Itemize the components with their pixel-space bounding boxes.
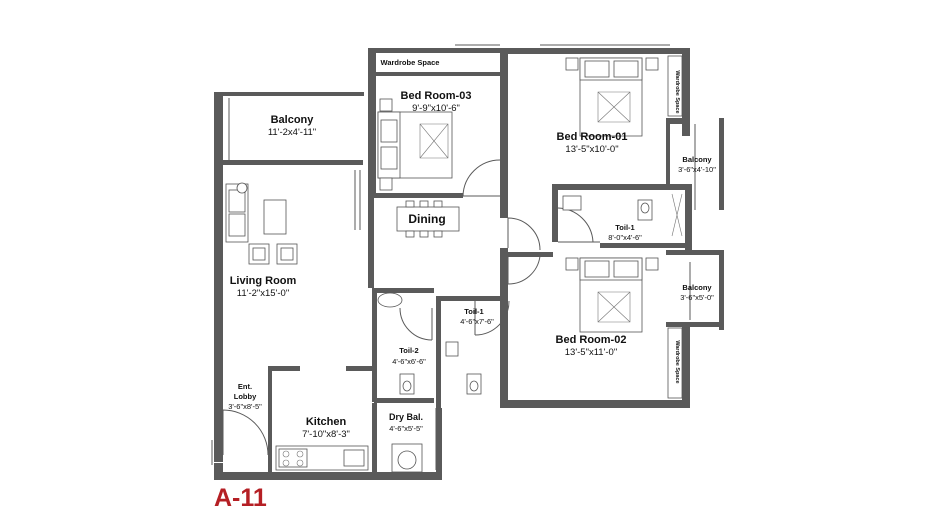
room-drybal-dim: 4'-6"x5'-5" bbox=[389, 424, 423, 433]
room-bed3-dim: 9'-9"x10'-6" bbox=[412, 103, 460, 114]
room-bed3-name: Bed Room-03 bbox=[401, 90, 472, 102]
room-balcony-r1-name: Balcony bbox=[682, 155, 712, 164]
room-kitchen-name: Kitchen bbox=[306, 416, 347, 428]
bed-icon bbox=[377, 98, 453, 191]
room-entry-line2: Lobby bbox=[234, 392, 257, 401]
room-toil1-upper-dim: 8'-0"x4'-6" bbox=[608, 233, 642, 242]
wardrobe-label-r2: Wardrobe Space bbox=[674, 340, 680, 383]
wardrobe-label-top: Wardrobe Space bbox=[381, 58, 440, 67]
room-living-dim: 11'-2"x15'-0" bbox=[237, 288, 289, 299]
dining-table-icon bbox=[396, 200, 460, 238]
room-toil2-name: Toil-2 bbox=[399, 346, 418, 355]
room-toil1-upper-name: Toil-1 bbox=[615, 223, 634, 232]
room-bed2-dim: 13'-5"x11'-0" bbox=[565, 347, 617, 358]
room-living-name: Living Room bbox=[230, 275, 297, 287]
room-balcony-r2-name: Balcony bbox=[682, 283, 712, 292]
wardrobe-label-r1: Wardrobe Space bbox=[674, 70, 680, 113]
bed-icon bbox=[565, 257, 659, 333]
room-balcony-name: Balcony bbox=[271, 114, 315, 126]
kitchen-counter-icon bbox=[275, 445, 369, 471]
room-drybal-name: Dry Bal. bbox=[389, 412, 423, 422]
room-bed1-dim: 13'-5"x10'-0" bbox=[565, 144, 618, 155]
room-toil1-lower-name: Toil-1 bbox=[464, 307, 483, 316]
sofa-icon bbox=[225, 182, 298, 265]
washing-machine-icon bbox=[391, 443, 423, 473]
room-balcony-r2-dim: 3'-6"x5'-0" bbox=[680, 293, 714, 302]
windows bbox=[211, 44, 696, 470]
room-bed1-name: Bed Room-01 bbox=[557, 131, 628, 143]
room-entry-dim: 3'-6"x8'-5" bbox=[228, 402, 262, 411]
room-balcony-dim: 11'-2x4'-11" bbox=[268, 127, 316, 138]
room-toil1-lower-dim: 4'-6"x7'-6" bbox=[460, 317, 494, 326]
wardrobe-icon bbox=[667, 55, 683, 117]
room-toil2-dim: 4'-6"x6'-6" bbox=[392, 357, 426, 366]
room-balcony-r1-dim: 3'-6"x4'-10" bbox=[678, 165, 716, 174]
room-dining-name: Dining bbox=[408, 212, 445, 226]
bed-icon bbox=[565, 57, 659, 137]
walls bbox=[214, 48, 724, 480]
toilet-fixtures-icon bbox=[377, 193, 683, 395]
plan-code: A-11 bbox=[214, 484, 267, 512]
room-entry-line1: Ent. bbox=[238, 382, 252, 391]
wardrobe-icon bbox=[667, 327, 683, 399]
door-swings bbox=[222, 159, 600, 456]
room-kitchen-dim: 7'-10"x8'-3" bbox=[302, 429, 350, 440]
room-bed2-name: Bed Room-02 bbox=[556, 334, 627, 346]
